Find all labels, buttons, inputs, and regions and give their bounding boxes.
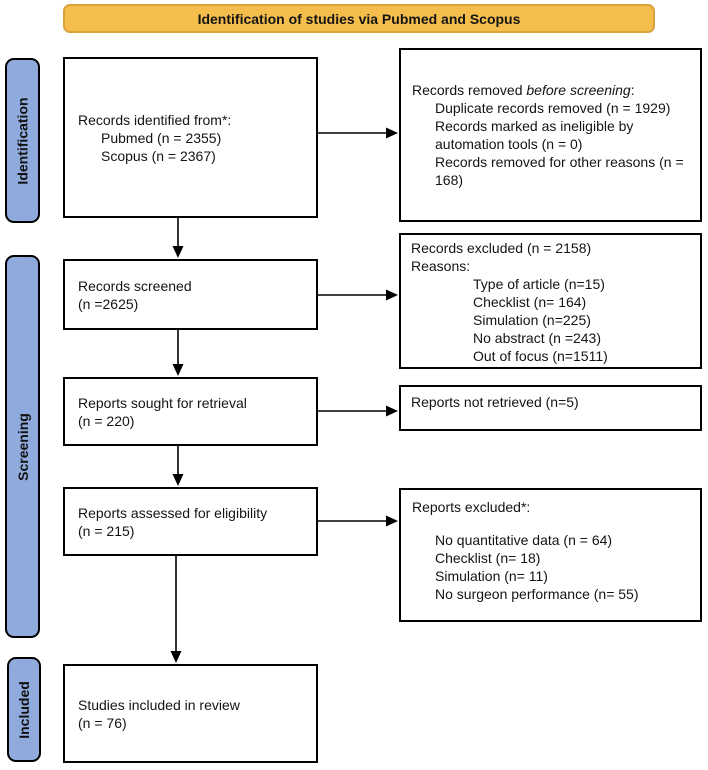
records-identified-item: Scopus (n = 2367) xyxy=(101,147,216,164)
reports-excluded-heading: Reports excluded*: xyxy=(412,499,531,515)
records-excluded-item: Type of article (n=15) xyxy=(473,276,605,292)
stage-screening-label: Screening xyxy=(14,412,31,481)
reports-excluded-item: No surgeon performance (n= 55) xyxy=(435,586,639,602)
records-excluded-item: No abstract (n =243) xyxy=(473,330,602,346)
box-records-identified: Records identified from*: Pubmed (n = 23… xyxy=(63,57,318,218)
banner: Identification of studies via Pubmed and… xyxy=(63,4,655,33)
records-removed-heading: Records removed before screening: xyxy=(412,81,693,99)
reports-excluded-item: Checklist (n= 18) xyxy=(435,550,541,566)
box-reports-sought: Reports sought for retrieval (n = 220) xyxy=(63,377,318,446)
stage-identification: Identification xyxy=(5,58,40,223)
records-screened-line2: (n =2625) xyxy=(78,295,139,312)
records-removed-heading-emphasis: before screening xyxy=(526,82,631,98)
box-records-removed: Records removed before screening: Duplic… xyxy=(399,48,702,222)
records-removed-heading-suffix: : xyxy=(630,82,635,98)
records-excluded-item: Simulation (n=225) xyxy=(473,312,591,328)
studies-included-line2: (n = 76) xyxy=(78,714,127,731)
records-excluded-line2: Reasons: xyxy=(411,258,471,274)
box-studies-included: Studies included in review (n = 76) xyxy=(63,664,318,763)
records-identified-item: Pubmed (n = 2355) xyxy=(101,129,222,146)
records-removed-item: Duplicate records removed (n = 1929) xyxy=(435,100,671,116)
records-identified-heading: Records identified from*: xyxy=(78,111,232,128)
box-reports-excluded: Reports excluded*: No quantitative data … xyxy=(399,488,702,622)
reports-sought-line2: (n = 220) xyxy=(78,412,135,429)
stage-screening: Screening xyxy=(5,255,40,638)
records-removed-heading-prefix: Records removed xyxy=(412,82,527,98)
box-records-excluded: Records excluded (n = 2158) Reasons: Typ… xyxy=(399,233,702,369)
records-removed-item: Records removed for other reasons (n = 1… xyxy=(435,154,684,188)
records-excluded-line1: Records excluded (n = 2158) xyxy=(411,240,592,256)
reports-assessed-line1: Reports assessed for eligibility xyxy=(78,504,268,521)
stage-identification-label: Identification xyxy=(14,96,31,185)
box-reports-assessed: Reports assessed for eligibility (n = 21… xyxy=(63,487,318,556)
reports-excluded-item: Simulation (n= 11) xyxy=(435,568,548,584)
records-removed-item: Records marked as ineligible by automati… xyxy=(435,118,634,152)
banner-title: Identification of studies via Pubmed and… xyxy=(197,10,521,27)
records-screened-line1: Records screened xyxy=(78,277,192,294)
reports-excluded-item: No quantitative data (n = 64) xyxy=(435,532,613,548)
reports-assessed-line2: (n = 215) xyxy=(78,522,135,539)
records-excluded-item: Checklist (n= 164) xyxy=(473,294,587,310)
records-excluded-item: Out of focus (n=1511) xyxy=(473,348,608,364)
studies-included-line1: Studies included in review xyxy=(78,696,240,713)
reports-not-retrieved-line1: Reports not retrieved (n=5) xyxy=(411,394,579,410)
stage-included: Included xyxy=(7,657,41,762)
box-reports-not-retrieved: Reports not retrieved (n=5) xyxy=(399,385,702,431)
box-records-screened: Records screened (n =2625) xyxy=(63,259,318,330)
reports-sought-line1: Reports sought for retrieval xyxy=(78,394,247,411)
stage-included-label: Included xyxy=(16,680,32,739)
